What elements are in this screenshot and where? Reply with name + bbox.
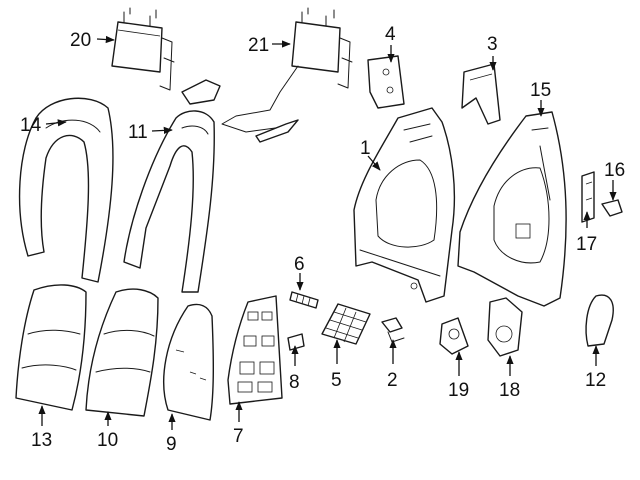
part-19-motor	[439, 317, 469, 355]
callout-12: 12	[585, 370, 606, 391]
callout-2: 2	[387, 370, 398, 391]
part-17-clip	[581, 171, 595, 223]
part-2-clip	[381, 317, 405, 343]
callout-15: 15	[530, 80, 551, 101]
leader-lines	[38, 35, 617, 430]
part-12-side-trim	[585, 294, 614, 347]
callout-19: 19	[448, 380, 469, 401]
callout-9: 9	[166, 434, 177, 455]
callout-21: 21	[248, 35, 269, 56]
callout-11: 11	[128, 122, 148, 143]
callout-18: 18	[499, 380, 520, 401]
part-14-backrest-shell	[18, 97, 114, 283]
callout-14: 14	[20, 115, 42, 136]
part-3-trim-cover	[461, 63, 501, 125]
callout-8: 8	[289, 372, 300, 393]
part-8-small-bracket	[287, 333, 305, 351]
part-13-backrest-pad	[15, 284, 87, 411]
callout-17: 17	[576, 234, 597, 255]
callout-13: 13	[31, 430, 52, 451]
part-16-fastener	[601, 199, 623, 217]
callout-10: 10	[97, 430, 118, 451]
part-20-headrest-module	[111, 7, 175, 91]
callout-20: 20	[70, 30, 91, 51]
part-18-side-bolster	[487, 297, 523, 357]
part-9-foam-insert	[163, 303, 214, 421]
part-11-backrest-frame-cover	[123, 110, 215, 293]
callout-16: 16	[604, 160, 625, 181]
callout-5: 5	[331, 370, 342, 391]
callout-3: 3	[487, 34, 498, 55]
part-6-spring	[289, 291, 319, 309]
part-4-bracket	[367, 55, 405, 109]
callout-6: 6	[294, 254, 305, 275]
callout-4: 4	[385, 24, 396, 45]
callout-7: 7	[233, 426, 244, 447]
part-5-wire-mat	[321, 303, 371, 345]
part-1-seat-back-frame	[353, 107, 456, 303]
callout-labels: 20 21 4 3 15 14 11 1 16 17 6 8 5 2 19 18…	[20, 24, 625, 455]
part-21-headrest-module-cable	[181, 7, 353, 143]
part-10-backrest-cushion	[85, 288, 159, 417]
part-15-rear-panel	[457, 111, 567, 307]
callout-1: 1	[360, 138, 371, 159]
part-7-lumbar-panel	[227, 295, 283, 405]
